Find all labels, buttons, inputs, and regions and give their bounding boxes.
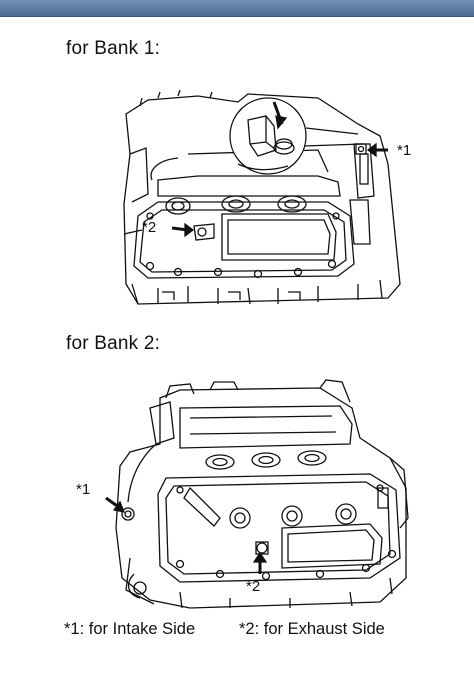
bank1-callout-2: *2 (142, 219, 157, 236)
bank1-heading: for Bank 1: (66, 38, 161, 59)
bank2-engine-diagram (105, 379, 409, 609)
bank2-callout-1: *1 (76, 481, 91, 498)
header-bar (0, 0, 474, 17)
bank1-callout-1: *1 (397, 142, 412, 159)
legend-exhaust: *2: for Exhaust Side (239, 620, 385, 638)
legend-intake: *1: for Intake Side (64, 620, 196, 638)
bank1-engine-diagram (123, 89, 401, 305)
bank2-heading: for Bank 2: (66, 333, 161, 354)
bank2-callout-2: *2 (246, 578, 261, 595)
